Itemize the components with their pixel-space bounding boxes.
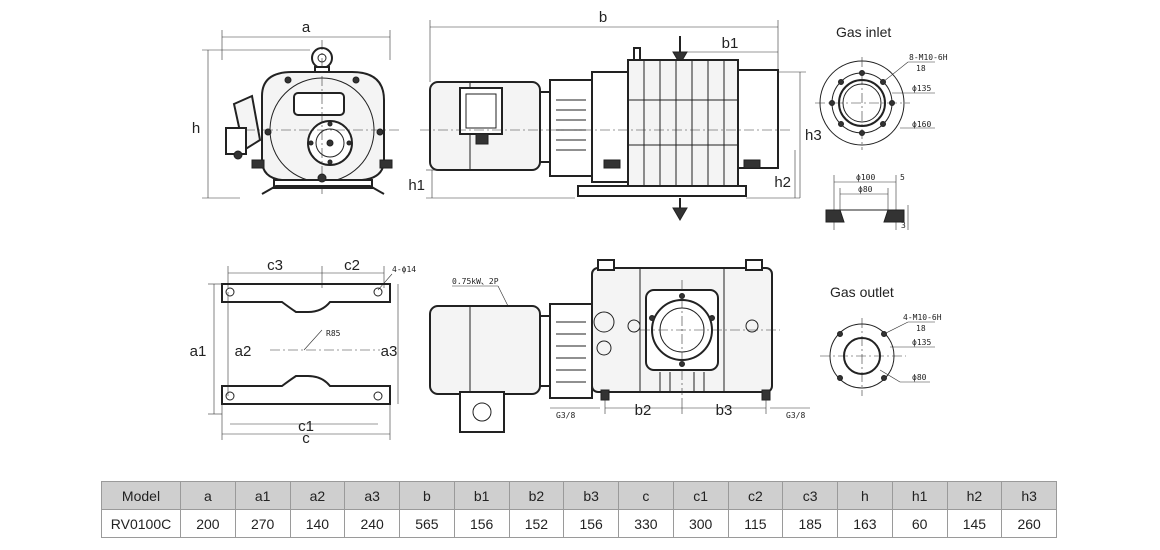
side-view: b b1 [408,9,822,221]
dim-c3-label: c3 [267,257,283,274]
table-cell: 330 [618,509,674,538]
table-cell: 260 [1001,509,1057,538]
dim-c2-label: c2 [344,257,360,274]
inlet-section-d100-label: ϕ100 [856,173,875,182]
table-cell: 300 [672,509,729,538]
col-header: c [618,481,674,510]
front-view: a h [192,19,400,199]
radius-label: R85 [326,329,341,338]
table-cell: 200 [180,509,236,538]
table-cell: 163 [837,509,893,538]
motor-spec-label: 0.75kW、2P [452,277,499,286]
table-cell: 145 [946,509,1003,538]
col-header: b3 [563,481,619,510]
base-plan-view: c3 c2 4-ϕ14 R85 a1 a2 a3 c1 c [190,257,417,447]
col-header: h [837,481,893,510]
dim-h1-label: h1 [408,177,425,194]
dim-h3-label: h3 [805,127,822,144]
dim-a3-label: a3 [381,343,398,360]
outlet-depth-label: 18 [916,324,926,333]
dim-b-label: b [599,9,607,26]
outlet-d135-label: ϕ135 [912,338,931,347]
outlet-bolts-label: 4-M10-6H [903,313,942,322]
inlet-depth-label: 18 [916,64,926,73]
base-holes-label: 4-ϕ14 [392,265,416,274]
col-header: a2 [289,481,346,510]
inlet-d160-label: ϕ160 [912,120,931,129]
col-header: h1 [891,481,948,510]
dimension-table: Model a a1 a2 a3 b b1 b2 b3 c c1 c2 c3 h… [101,481,1057,538]
table-cell: 60 [891,509,948,538]
table-cell: 152 [508,509,565,538]
dim-h2-label: h2 [774,174,791,191]
gas-inlet-flange: Gas inlet 8-M10-6H 18 ϕ135 ϕ160 ϕ100 ϕ80… [815,24,948,230]
inlet-bolts-label: 8-M10-6H [909,53,948,62]
inlet-section-h-label: 3 [901,221,906,230]
table-cell: 185 [782,509,838,538]
dim-b3-label: b3 [716,402,733,419]
dim-h-label: h [192,120,200,137]
col-header: h2 [946,481,1003,510]
dim-b2-label: b2 [635,402,652,419]
table-cell: 115 [727,509,784,538]
col-header: c1 [672,481,729,510]
pump-plan-view: 0.75kW、2P [429,259,810,433]
gas-outlet-title: Gas outlet [830,284,894,300]
gas-inlet-title: Gas inlet [836,24,891,40]
port-left-label: G3/8 [556,411,575,420]
col-header: c3 [782,481,838,510]
col-header: b2 [508,481,565,510]
inlet-section-d80-label: ϕ80 [858,185,873,194]
dim-a-label: a [302,19,311,36]
table-cell: 140 [289,509,346,538]
dim-a2-label: a2 [235,343,252,360]
gas-outlet-flange: Gas outlet 4-M10-6H 18 ϕ135 ϕ80 [820,284,942,396]
col-header: c2 [727,481,784,510]
table-cell: 270 [234,509,291,538]
inlet-section-t-label: 5 [900,173,905,182]
dim-c-label: c [302,430,310,447]
table-cell: RV0100C [101,509,181,538]
col-header: h3 [1001,481,1057,510]
col-header: Model [101,481,181,510]
table-cell: 156 [453,509,510,538]
pump-dimension-drawing: a h [190,9,948,447]
port-right-label: G3/8 [786,411,805,420]
col-header: a1 [234,481,291,510]
table-row: RV0100C 200 270 140 240 565 156 152 156 … [101,509,1057,538]
col-header: b [399,481,455,510]
table-header-row: Model a a1 a2 a3 b b1 b2 b3 c c1 c2 c3 h… [101,481,1057,510]
dim-a1-label: a1 [190,343,207,360]
inlet-d135-label: ϕ135 [912,84,931,93]
col-header: a [180,481,236,510]
table-cell: 565 [399,509,455,538]
table-cell: 156 [563,509,619,538]
dim-b1-label: b1 [722,35,739,52]
col-header: a3 [344,481,400,510]
dim-c1-label: c1 [298,418,314,435]
table-cell: 240 [344,509,400,538]
col-header: b1 [453,481,510,510]
outlet-d80-label: ϕ80 [912,373,927,382]
